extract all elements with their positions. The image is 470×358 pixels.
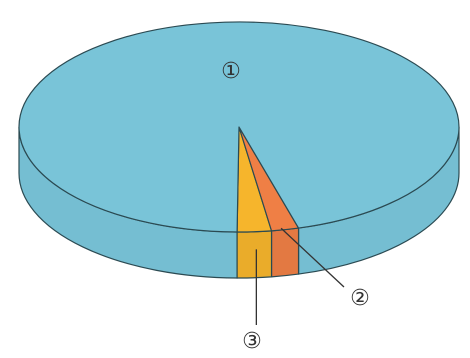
leader-line-2 (280, 227, 345, 288)
pie-top-faces (18, 21, 460, 233)
slice-label-3: ③ (242, 329, 262, 354)
slice-label-1: ① (221, 59, 241, 84)
slice-labels: ① ② ③ (221, 59, 370, 354)
pie-side-faces (18, 126, 460, 279)
slice-side-2 (270, 227, 300, 278)
slice-label-2: ② (350, 286, 370, 311)
slice-top-1 (18, 21, 460, 233)
slice-side-3 (236, 230, 273, 279)
leader-lines (255, 227, 345, 325)
